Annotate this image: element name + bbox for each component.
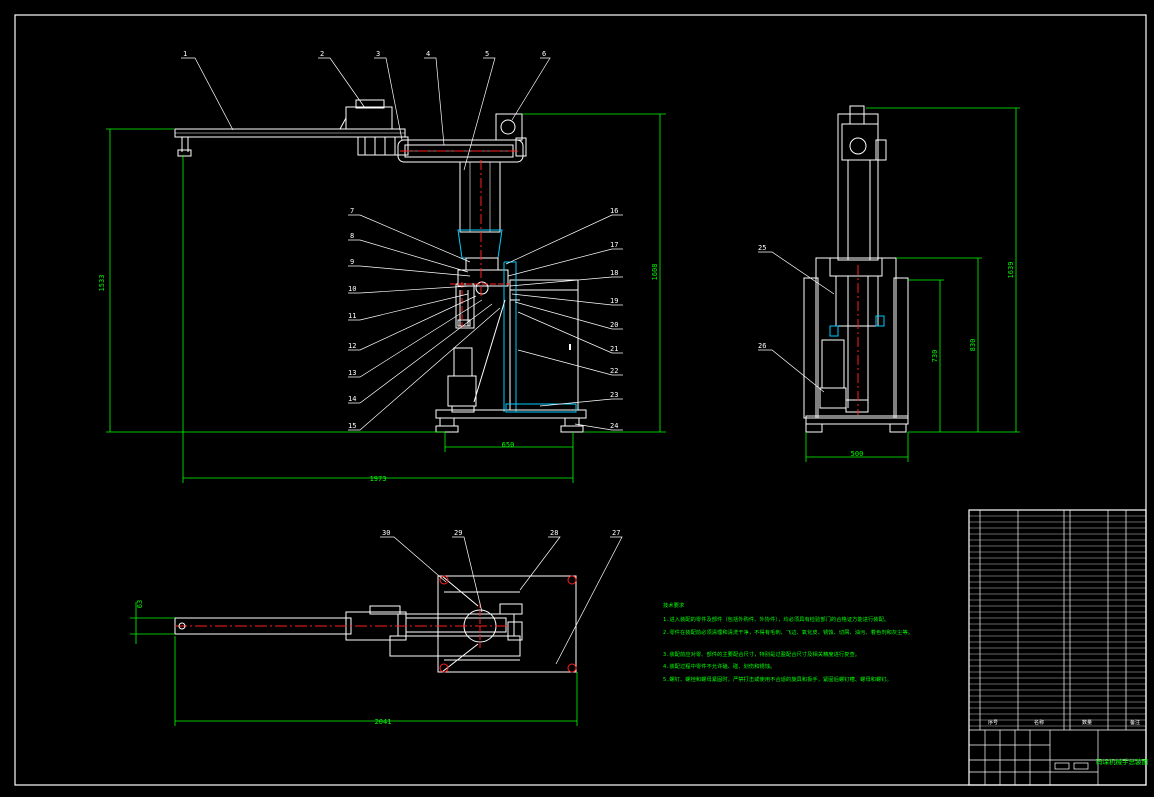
header-col-2: 名称 <box>1034 719 1044 726</box>
side-dimensions <box>805 107 1020 462</box>
balloon-19: 19 <box>610 297 618 305</box>
balloon-26: 26 <box>758 342 766 350</box>
front-view <box>174 99 587 433</box>
balloon-14: 14 <box>348 395 356 403</box>
balloon-24: 24 <box>610 422 618 430</box>
front-balloon-labels: 1 2 3 4 5 6 7 8 9 10 11 12 13 14 15 16 1… <box>183 50 618 430</box>
balloon-25: 25 <box>758 244 766 252</box>
balloon-16: 16 <box>610 207 618 215</box>
dim-front-height-right: 1608 <box>651 264 659 281</box>
title-block <box>969 730 1146 785</box>
notes-line-2: 2.零件在装配前必须清理和清洗干净，不得有毛刺、飞边、氧化皮、锈蚀、切屑、油污、… <box>663 628 913 636</box>
notes-line-5: 5.螺钉、螺栓和螺母紧固时，严禁打击或使用不合适的旋具和扳手，紧固后螺钉槽、螺母… <box>663 675 892 683</box>
dim-side-h2: 830 <box>969 339 977 352</box>
balloon-15: 15 <box>348 422 356 430</box>
balloon-13: 13 <box>348 369 356 377</box>
parts-list-header: 序号 名称 数量 备注 <box>988 719 1140 726</box>
front-leaders <box>181 57 623 431</box>
dim-top-length: 2041 <box>375 718 392 726</box>
sheet-border <box>14 14 1147 786</box>
dim-front-height: 1533 <box>98 275 106 292</box>
side-leaders <box>758 251 835 393</box>
parts-list <box>968 509 1147 786</box>
balloon-3: 3 <box>376 50 380 58</box>
balloon-5: 5 <box>485 50 489 58</box>
balloon-11: 11 <box>348 312 356 320</box>
balloon-4: 4 <box>426 50 430 58</box>
balloon-30: 30 <box>382 529 390 537</box>
header-col-3: 数量 <box>1082 719 1092 726</box>
balloon-17: 17 <box>610 241 618 249</box>
technical-notes: 技术要求 1.进入装配的零件及部件（包括外购件、外协件），均必须具有检验部门的合… <box>663 601 913 683</box>
balloon-29: 29 <box>454 529 462 537</box>
balloon-22: 22 <box>610 367 618 375</box>
balloon-8: 8 <box>350 232 354 240</box>
side-view <box>803 105 909 433</box>
balloon-7: 7 <box>350 207 354 215</box>
notes-heading: 技术要求 <box>663 601 685 609</box>
notes-line-4: 4.装配过程中零件不允许磕、碰、划伤和锈蚀。 <box>663 662 775 670</box>
top-view <box>174 575 577 673</box>
drawing-title: 码垛机械手总装图 <box>1096 757 1148 766</box>
balloon-28: 28 <box>550 529 558 537</box>
header-col-4: 备注 <box>1130 719 1140 726</box>
top-balloon-labels: 30 29 28 27 <box>382 529 620 537</box>
top-leaders <box>380 536 623 665</box>
balloon-23: 23 <box>610 391 618 399</box>
balloon-20: 20 <box>610 321 618 329</box>
dim-base-width: 650 <box>502 441 515 449</box>
dim-side-h3: 1639 <box>1007 262 1015 279</box>
balloon-6: 6 <box>542 50 546 58</box>
dim-side-h1: 730 <box>931 350 939 363</box>
dim-side-base-width: 500 <box>851 450 864 458</box>
balloon-10: 10 <box>348 285 356 293</box>
notes-line-1: 1.进入装配的零件及部件（包括外购件、外协件），均必须具有检验部门的合格证方能进… <box>663 615 889 623</box>
top-dimensions <box>130 602 578 726</box>
header-col-1: 序号 <box>988 719 998 726</box>
balloon-1: 1 <box>183 50 187 58</box>
balloon-27: 27 <box>612 529 620 537</box>
dim-top-small: 63 <box>136 600 144 608</box>
balloon-2: 2 <box>320 50 324 58</box>
balloon-18: 18 <box>610 269 618 277</box>
dim-overall-length: 1973 <box>370 475 387 483</box>
balloon-9: 9 <box>350 258 354 266</box>
front-dimensions <box>106 113 666 483</box>
balloon-21: 21 <box>610 345 618 353</box>
balloon-12: 12 <box>348 342 356 350</box>
notes-line-3: 3.装配前应对零、部件的主要配合尺寸，特别是过盈配合尺寸及相关精度进行复查。 <box>663 650 860 658</box>
